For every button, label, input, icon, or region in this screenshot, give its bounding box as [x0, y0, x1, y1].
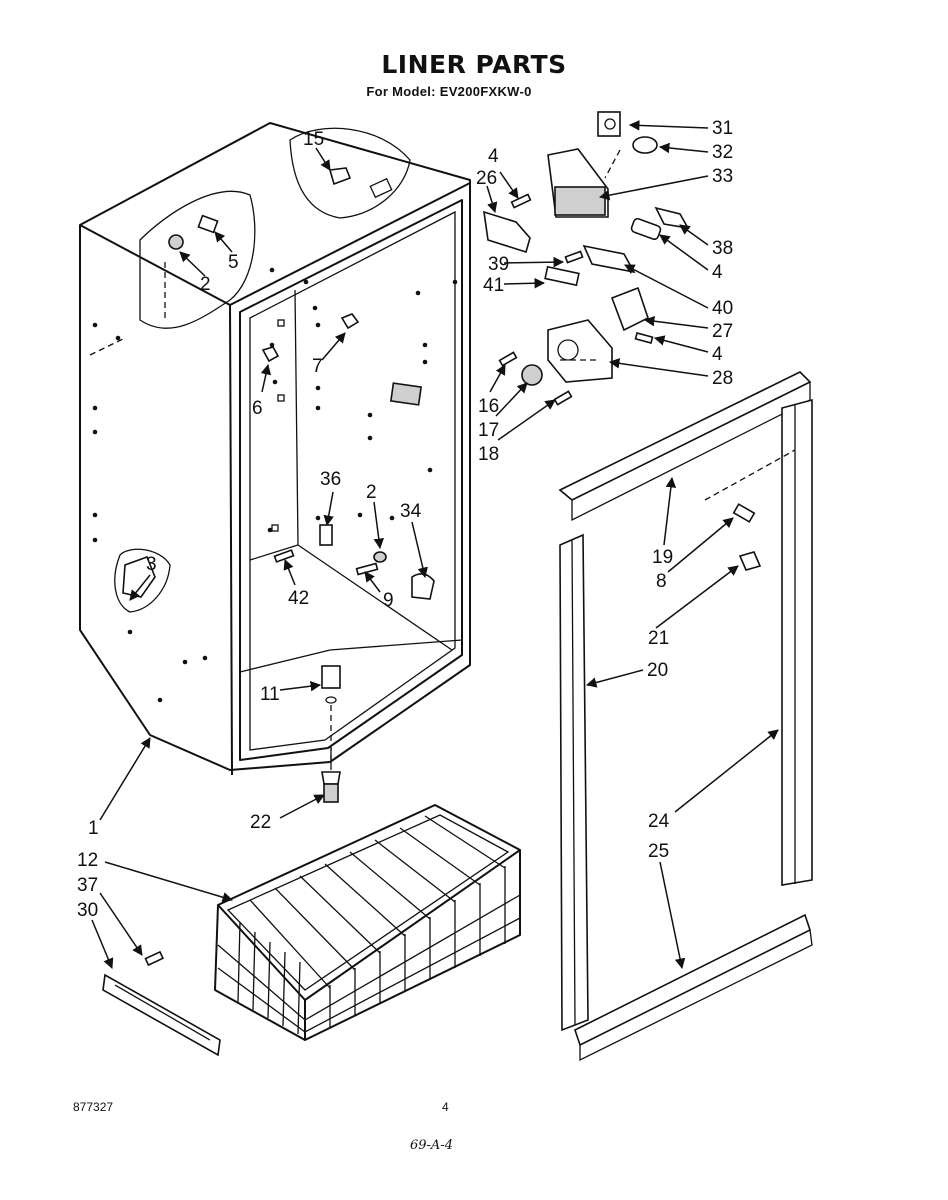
- callout-25: 25: [648, 841, 669, 862]
- callout-37: 37: [77, 875, 98, 896]
- drain-fitting: [321, 745, 341, 803]
- callout-17: 17: [478, 420, 499, 441]
- document-number: 877327: [73, 1100, 114, 1114]
- callout-11: 11: [260, 684, 280, 705]
- callout-4: 4: [488, 146, 499, 167]
- callout-15: 15: [303, 129, 324, 150]
- callout-36: 36: [320, 469, 341, 490]
- callout-38: 38: [712, 238, 733, 259]
- page-title: LINER PARTS: [381, 50, 567, 79]
- callout-4: 4: [712, 344, 723, 365]
- callout-24: 24: [648, 811, 670, 832]
- callout-32: 32: [712, 142, 733, 163]
- callout-1: 1: [88, 818, 99, 839]
- callout-7: 7: [312, 356, 323, 377]
- callout-2: 2: [200, 274, 211, 295]
- basket-support-bracket: [102, 950, 221, 1057]
- storage-basket: [214, 804, 521, 1041]
- callout-33: 33: [712, 166, 733, 187]
- callout-20: 20: [647, 660, 668, 681]
- callout-27: 27: [712, 321, 733, 342]
- callout-leaders: [91, 120, 779, 970]
- callout-16: 16: [478, 396, 499, 417]
- callout-5: 5: [228, 252, 239, 273]
- callout-4: 39: [488, 254, 509, 275]
- callout-6: 6: [252, 398, 263, 419]
- control-housing-group: [483, 111, 690, 406]
- callout-28: 28: [712, 368, 733, 389]
- callout-34: 34: [400, 501, 422, 522]
- cabinet-liner: [79, 122, 471, 776]
- callout-9: 9: [383, 590, 394, 611]
- page-number: 4: [442, 1100, 449, 1114]
- callout-31: 31: [712, 118, 733, 139]
- callout-39: 4: [712, 262, 723, 283]
- handwritten-page-code: 69-A-4: [410, 1138, 453, 1153]
- callout-2: 2: [366, 482, 377, 503]
- model-subtitle: For Model: EV200FXKW-0: [366, 84, 532, 99]
- callout-30: 30: [77, 900, 98, 921]
- callout-21: 21: [648, 628, 669, 649]
- callout-19: 19: [652, 547, 673, 568]
- callout-42: 42: [288, 588, 309, 609]
- callout-8: 8: [656, 571, 667, 592]
- callout-41: 41: [483, 275, 504, 296]
- callout-12: 12: [77, 850, 98, 871]
- callout-26: 26: [476, 168, 497, 189]
- callout-labels: 31 32 33 4 26 15 38 39 4 41 40 27 4 28 5…: [77, 118, 733, 921]
- callout-22: 22: [250, 812, 271, 833]
- callout-3: 3: [146, 554, 157, 575]
- door-trim-group: [558, 371, 813, 1062]
- callout-40: 40: [712, 298, 733, 319]
- callout-18: 18: [478, 444, 499, 465]
